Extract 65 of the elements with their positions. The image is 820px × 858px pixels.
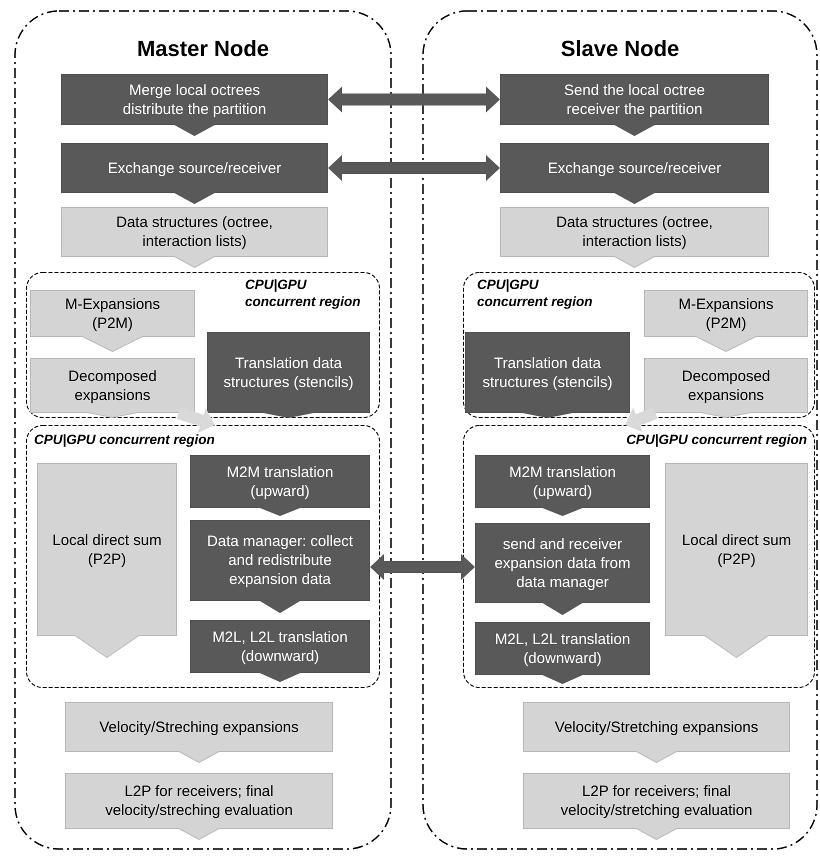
arrow-box (190, 520, 370, 613)
arrow-box (30, 358, 195, 418)
box-label: Local direct sum (P2P) (680, 530, 792, 568)
double-arrow (328, 86, 500, 112)
double-arrow (370, 554, 475, 580)
arrow-box (475, 455, 650, 516)
box-label: Decomposed expansions (67, 366, 158, 404)
box-label: Decomposed expansions (680, 366, 772, 404)
arrow-box (500, 143, 769, 204)
box-label: M-Expansions (P2M) (64, 294, 162, 332)
box-label: Translation data structures (stencils) (222, 354, 355, 392)
arrow-box (465, 332, 630, 418)
panel-title: Slave Node (560, 35, 680, 63)
node-panel (14, 10, 392, 850)
region-title: CPU|GPU concurrent region (626, 431, 807, 448)
arrow-box (475, 622, 650, 684)
region-title: CPU|GPU concurrent region (477, 276, 594, 310)
concurrent-region (463, 425, 815, 688)
arrow-box (500, 74, 769, 136)
arrow-box (37, 463, 177, 658)
region-title: CPU|GPU concurrent region (34, 431, 215, 448)
arrow-box (665, 463, 808, 658)
arrow-box (30, 290, 195, 352)
arrow-box (644, 290, 808, 352)
arrow-box (644, 358, 808, 418)
box-label: L2P for receivers; final velocity/streching evaluation (104, 782, 294, 820)
box-label: M2M translation (upward) (508, 462, 617, 500)
arrow-box (65, 773, 333, 840)
box-label: M2M translation (upward) (226, 462, 334, 500)
arrow-box (190, 455, 370, 516)
arrow-box (61, 74, 328, 136)
box-label: Local direct sum (P2P) (51, 530, 163, 568)
concurrent-region (26, 272, 380, 418)
region-title: CPU|GPU concurrent region (245, 276, 362, 310)
arrow-box (500, 207, 769, 268)
arrow-box (475, 523, 650, 615)
double-arrow (328, 155, 500, 181)
box-label: Translation data structures (stencils) (481, 354, 614, 392)
arrow-box (523, 773, 790, 840)
box-label: Data manager: collect and redistribute expansion data (206, 532, 354, 589)
box-label: Data structures (octree, interaction lists) (555, 213, 714, 251)
box-label: Data structures (octree, interaction lists) (115, 213, 274, 251)
box-label: M2L, L2L translation (downward) (211, 628, 349, 666)
panel-title: Master Node (136, 35, 270, 63)
arrow (624, 407, 658, 432)
arrow-box (65, 702, 333, 763)
box-label: Send the local octree receiver the partition (563, 80, 706, 118)
arrow (176, 407, 216, 433)
node-panel (422, 10, 818, 850)
arrow-box (61, 207, 328, 268)
box-label: Exchange source/receiver (108, 158, 282, 178)
box-label: send and receiver expansion data from data manager (494, 534, 632, 592)
arrow-box (523, 702, 790, 763)
box-label: Exchange source/receiver (548, 158, 722, 178)
box-label: M-Expansions (P2M) (677, 294, 775, 332)
arrow-box (61, 143, 328, 204)
arrow-box (190, 620, 370, 682)
arrow-box (207, 332, 370, 418)
box-label: L2P for receivers; final velocity/stretching evaluation (560, 782, 754, 820)
box-label: M2L, L2L translation (downward) (494, 630, 632, 668)
concurrent-region (463, 272, 815, 418)
box-label: Velocity/Streching expansions (99, 718, 299, 736)
box-label: Velocity/Stretching expansions (554, 718, 758, 736)
concurrent-region (26, 425, 380, 688)
box-label: Merge local octrees distribute the partition (122, 80, 268, 118)
